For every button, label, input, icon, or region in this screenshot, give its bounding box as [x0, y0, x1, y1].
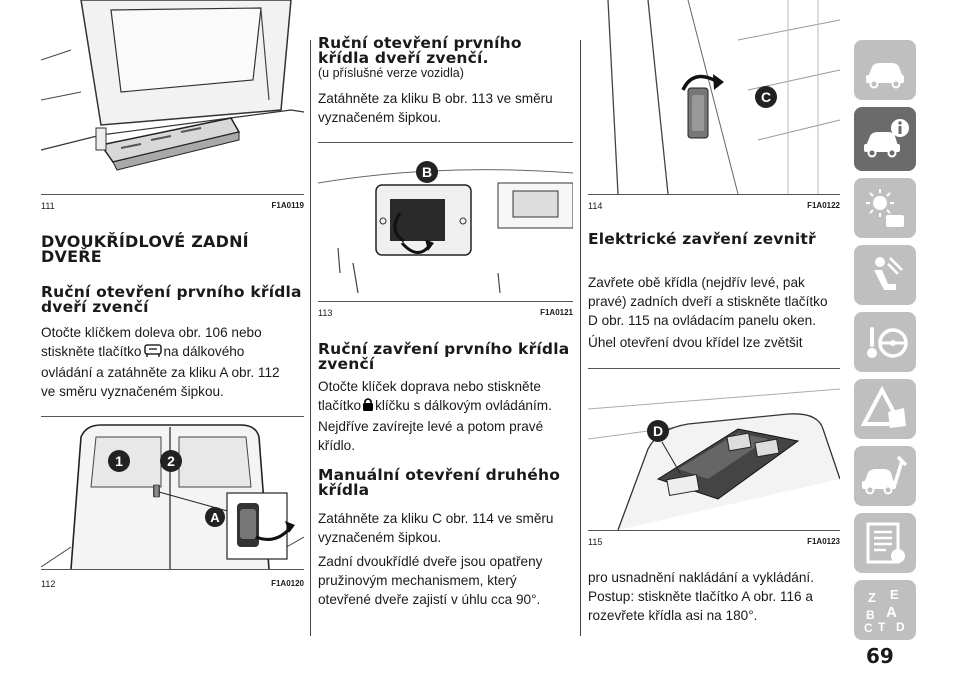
steering-wheel-icon — [867, 327, 908, 358]
door-wing-handle-illustration: C — [607, 0, 840, 194]
subsection-heading-second-wing: Manuální otevření druhého křídla — [318, 466, 561, 499]
paragraph-line: ovládání a zatáhněte za kliku A obr. 112 — [41, 365, 280, 380]
figure-number: 111 — [41, 201, 55, 211]
figure-number: 115 — [588, 537, 603, 547]
figure-code: F1A0123 — [807, 537, 840, 546]
van-step-illustration — [41, 0, 304, 194]
figure-number: 113 — [318, 308, 333, 318]
tab-specs-list[interactable] — [854, 513, 916, 573]
callout-label: 1 — [115, 453, 123, 469]
figure-number: 114 — [588, 201, 603, 211]
paragraph: Úhel otevření dvou křídel lze zvětšit — [588, 335, 803, 350]
figure-code: F1A0121 — [540, 308, 573, 317]
subsection-heading-open-inside: Ruční otevření prvního křídla dveří zven… — [318, 34, 522, 67]
tab-airbag-seat[interactable] — [854, 245, 916, 305]
tab-warning-triangle[interactable] — [854, 379, 916, 439]
index-letter: B — [866, 608, 875, 622]
callout-D-marker — [647, 420, 669, 442]
callout-1-marker — [108, 450, 130, 472]
index-letters-icon: Z E A B C D T — [864, 587, 905, 635]
warning-lights-icon — [866, 189, 904, 227]
column-divider — [580, 40, 581, 636]
figure-code: F1A0122 — [807, 201, 840, 210]
specs-list-icon — [866, 522, 905, 564]
figure-112: 1 2 A — [41, 416, 304, 570]
car-icon — [866, 63, 904, 89]
subsection-heading-electric-close: Elektrické zavření zevnitř — [588, 230, 816, 248]
paragraph: Zatáhněte za kliku B obr. 113 ve směru v… — [318, 91, 553, 125]
tab-car-wrench[interactable] — [854, 446, 916, 506]
paragraph: Zadní dvoukřídlé dveře jsou opatřeny pru… — [318, 554, 543, 607]
paragraph: Zatáhněte za kliku C obr. 114 ve směru v… — [318, 511, 554, 545]
section-heading-double-door: DVOUKŘÍDLOVÉ ZADNÍ DVEŘE — [41, 232, 249, 266]
index-letter: D — [896, 620, 905, 634]
tab-alphabetical-index[interactable]: Z E A B C D T — [854, 580, 916, 640]
figure-112-caption: 112 F1A0120 — [41, 579, 304, 589]
remote-unlock-icon — [142, 344, 164, 363]
index-letter: T — [878, 620, 886, 634]
paragraph: Nejdříve zavírejte levé a potom pravé kř… — [318, 419, 544, 453]
column-divider — [310, 40, 311, 636]
tab-steering-wheel[interactable] — [854, 312, 916, 372]
tab-warning-lights[interactable] — [854, 178, 916, 238]
index-letter: A — [886, 604, 897, 621]
tab-car[interactable] — [854, 40, 916, 100]
figure-114: C — [588, 0, 840, 195]
figure-111-caption: 111 F1A0119 — [41, 201, 304, 211]
figure-number: 112 — [41, 579, 56, 589]
index-letter: E — [890, 587, 899, 602]
tab-car-info[interactable] — [854, 107, 916, 171]
figure-code: F1A0119 — [271, 201, 304, 210]
car-info-icon — [864, 119, 909, 158]
figure-115: D — [588, 368, 840, 531]
paragraph-line: Otočte klíček doprava nebo stiskněte — [318, 379, 541, 394]
callout-label: A — [210, 510, 220, 525]
callout-B-marker — [416, 161, 438, 183]
airbag-seat-icon — [874, 257, 903, 290]
figure-code: F1A0120 — [271, 579, 304, 588]
callout-label: D — [653, 423, 663, 439]
callout-label: B — [422, 164, 432, 180]
subsection-heading-open-outside: Ruční otevření prvního křídla dveří zven… — [41, 283, 302, 316]
index-letter: Z — [868, 590, 876, 605]
callout-C-marker — [755, 86, 777, 108]
car-wrench-icon — [862, 455, 908, 495]
lock-icon — [361, 397, 375, 417]
version-note: (u příslušné verze vozidla) — [318, 66, 464, 80]
page-number: 69 — [866, 644, 894, 668]
subsection-heading-close-outside: Ruční zavření prvního křídla zvenčí — [318, 340, 570, 373]
figure-111 — [41, 0, 304, 195]
callout-A-marker — [205, 507, 225, 527]
paragraph: Zavřete obě křídla (nejdřív levé, pak pr… — [588, 275, 828, 328]
callout-label: 2 — [167, 453, 175, 469]
figure-113: B — [318, 142, 573, 302]
figure-114-caption: 114 F1A0122 — [588, 201, 840, 211]
paragraph-line: ve směru vyznačeném šipkou. — [41, 384, 224, 399]
figure-113-caption: 113 F1A0121 — [318, 308, 573, 318]
interior-handle-illustration: B — [318, 161, 573, 294]
window-control-panel-illustration: D — [588, 388, 840, 530]
warning-triangle-icon — [860, 385, 906, 428]
callout-2-marker — [160, 450, 182, 472]
callout-label: C — [761, 89, 771, 105]
paragraph: pro usnadnění nakládání a vykládání. Pos… — [588, 570, 814, 623]
van-rear-doors-illustration: 1 2 A — [41, 424, 304, 569]
figure-115-caption: 115 F1A0123 — [588, 537, 840, 547]
paragraph-line: Otočte klíčkem doleva obr. 106 nebo — [41, 325, 262, 340]
index-letter: C — [864, 621, 873, 635]
